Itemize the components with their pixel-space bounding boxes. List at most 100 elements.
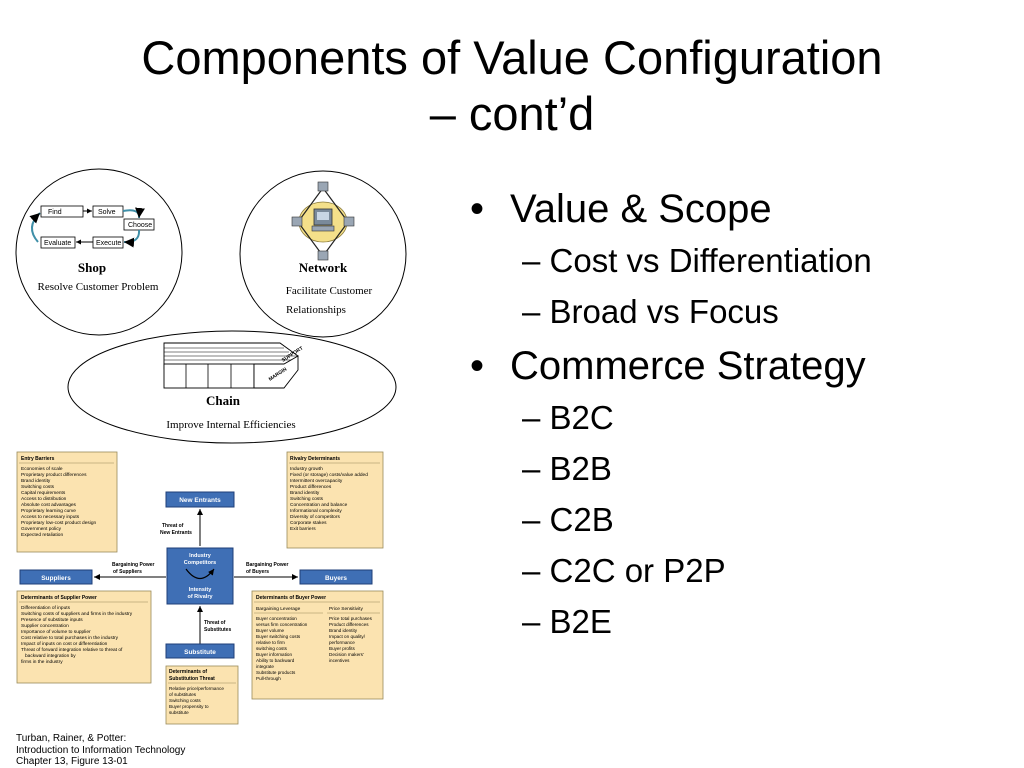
list-item: Relative price/performance: [169, 686, 224, 691]
list-item: Supplier concentration: [21, 623, 69, 629]
new-entrants-box: [165, 491, 235, 508]
rivalry-title: Rivalry Determinants: [290, 456, 340, 462]
list-item: Threat of forward integration relative t…: [21, 647, 123, 653]
supplier-power-list: Differentiation of inputs Switching cost…: [21, 605, 133, 665]
list-item: Buyer concentration: [256, 616, 297, 621]
new-entrants-label: New Entrants: [179, 497, 221, 504]
list-item: Access to distribution: [21, 496, 67, 502]
list-item: Buyer information: [256, 652, 292, 657]
bullet-list: •Value & Scope – Cost vs Differentiation…: [470, 186, 1010, 653]
list-item: Cost relative to total purchases in the …: [21, 635, 119, 641]
list-item: Impact on quality/: [329, 634, 366, 639]
list-item: Buyer switching costs: [256, 634, 301, 639]
list-item: Expected retaliation: [21, 532, 63, 538]
shop-circle: [15, 168, 183, 336]
list-item: incentives: [329, 658, 350, 663]
list-item: Product differences: [290, 484, 332, 490]
substitution-threat-title-2: Substitution Threat: [169, 676, 215, 682]
list-item: Buyer profits: [329, 646, 355, 651]
threat-new-entrants-2: New Entrants: [160, 530, 192, 536]
suppliers-box: [19, 569, 93, 585]
value-configuration-diagram: Find Solve Choose Evaluate Execute Shop …: [15, 168, 407, 725]
list-item: Proprietary product differences: [21, 472, 87, 478]
list-item: of substitutes: [169, 692, 197, 697]
list-item: Substitute products: [256, 670, 296, 675]
sub-bullet: – C2C or P2P: [522, 552, 726, 589]
list-item: firms in the industry: [21, 659, 63, 665]
shop-title: Shop: [78, 260, 106, 275]
entry-barriers-title: Entry Barriers: [21, 456, 55, 462]
network-diagram: Network Facilitate Customer Relationship…: [239, 170, 407, 338]
bullet-dot: •: [470, 344, 485, 388]
substitute-label: Substitute: [184, 649, 216, 656]
list-item: Brand identity: [21, 478, 51, 484]
bp-buyers-1: Bargaining Power: [246, 562, 289, 568]
sub-bullet: – C2B: [522, 501, 614, 538]
list-item: Differentiation of inputs: [21, 605, 71, 611]
network-icon: [291, 181, 355, 261]
slide-title: Components of Value Configuration – cont…: [0, 30, 1024, 142]
center-top-2: Competitors: [184, 560, 216, 566]
sub-bullet: – B2E: [522, 603, 612, 640]
industry-competitors-box: [166, 547, 234, 605]
list-item: switching costs: [256, 646, 288, 651]
shop-arrow: [123, 229, 141, 248]
shop-box-solve: [92, 205, 124, 218]
list-item: Ability to backward: [256, 658, 295, 663]
sub-bullet: – B2B: [522, 450, 612, 487]
citation-line: Introduction to Information Technology: [16, 744, 186, 756]
buyer-power-col2-title: Price Sensitivity: [329, 606, 363, 612]
list-item: Absolute cost advantages: [21, 502, 77, 508]
list-item: Concentration and balance: [290, 502, 348, 508]
buyer-power-box: [251, 590, 384, 700]
bullet-text: Commerce Strategy: [510, 344, 866, 388]
sub-bullet: – Broad vs Focus: [522, 293, 779, 330]
substitute-box: [165, 643, 235, 659]
chain-diagram: SUPPORT MARGIN Chain Improve Internal Ef…: [67, 330, 397, 444]
rivalry-box: [286, 451, 384, 549]
list-item: Diversity of competitors: [290, 514, 340, 520]
list-item: relative to firm: [256, 640, 285, 645]
entry-barriers-box: [16, 451, 118, 553]
shop-diagram: Find Solve Choose Evaluate Execute Shop …: [15, 168, 183, 336]
list-item: Proprietary low-cost product design: [21, 520, 97, 526]
center-top-1: Industry: [189, 553, 212, 559]
list-item: Switching costs of suppliers and firms i…: [21, 611, 133, 617]
network-title: Network: [299, 260, 348, 275]
rivalry-curve-icon: [185, 568, 215, 580]
rivalry-list: Industry growth Fixed (or storage) costs…: [290, 466, 368, 532]
list-item: Switching costs: [169, 698, 201, 703]
source-citation: Turban, Rainer, & Potter: Introduction t…: [16, 733, 185, 768]
network-caption-1: Facilitate Customer: [286, 285, 373, 297]
threat-substitutes-1: Threat of: [204, 620, 226, 626]
center-bottom-1: Intensity: [189, 587, 213, 593]
bullet-value-scope: •Value & Scope: [470, 186, 1010, 232]
list-item: Buyer propensity to: [169, 704, 209, 709]
shop-box-choose-label: Choose: [128, 222, 152, 229]
list-item: Price total purchases: [329, 616, 373, 621]
list-item: Exit barriers: [290, 526, 316, 532]
entry-barriers-list: Economies of scale Proprietary product d…: [21, 466, 97, 538]
list-item: Product differences: [329, 622, 369, 627]
list-item: substitute: [169, 710, 189, 715]
substitution-threat-list: Relative price/performance of substitute…: [169, 686, 224, 715]
substitution-threat-box: [165, 665, 239, 725]
chain-caption: Improve Internal Efficiencies: [166, 419, 295, 431]
list-item: Pull-through: [256, 676, 281, 681]
list-item: Government policy: [21, 526, 62, 532]
list-item: Intermittent overcapacity: [290, 478, 343, 484]
slide-title-line-2: – cont’d: [429, 87, 595, 140]
list-item: Impact of inputs on cost or differentiat…: [21, 641, 108, 647]
shop-caption: Resolve Customer Problem: [38, 281, 159, 293]
shop-box-execute-label: Execute: [96, 240, 121, 247]
list-item: Brand identity: [329, 628, 358, 633]
chain-title: Chain: [206, 393, 241, 408]
substitution-threat-title-1: Determinants of: [169, 669, 207, 675]
list-item: Access to necessary inputs: [21, 514, 80, 520]
list-item: performance: [329, 640, 355, 645]
buyer-power-col1-title: Bargaining Leverage: [256, 606, 301, 612]
shop-arrow: [122, 207, 145, 219]
list-item: Fixed (or storage) costs/value added: [290, 472, 368, 478]
citation-line: Turban, Rainer, & Potter:: [16, 733, 127, 744]
bullet-text: Value & Scope: [510, 187, 772, 231]
